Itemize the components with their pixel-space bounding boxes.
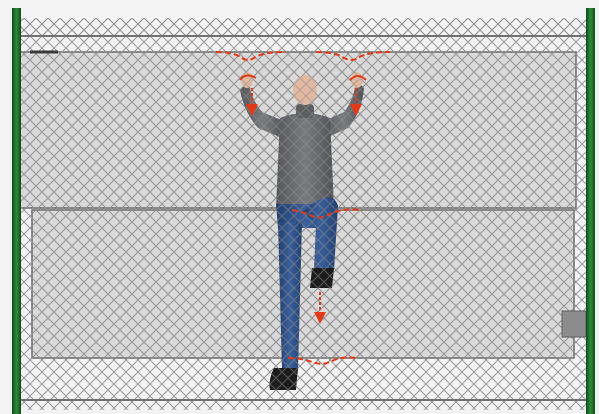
mesh-over-person bbox=[236, 70, 368, 394]
climbing-person bbox=[236, 70, 368, 394]
latch-box bbox=[562, 311, 586, 337]
left-fence-post bbox=[12, 8, 21, 414]
right-fence-post bbox=[586, 8, 595, 414]
